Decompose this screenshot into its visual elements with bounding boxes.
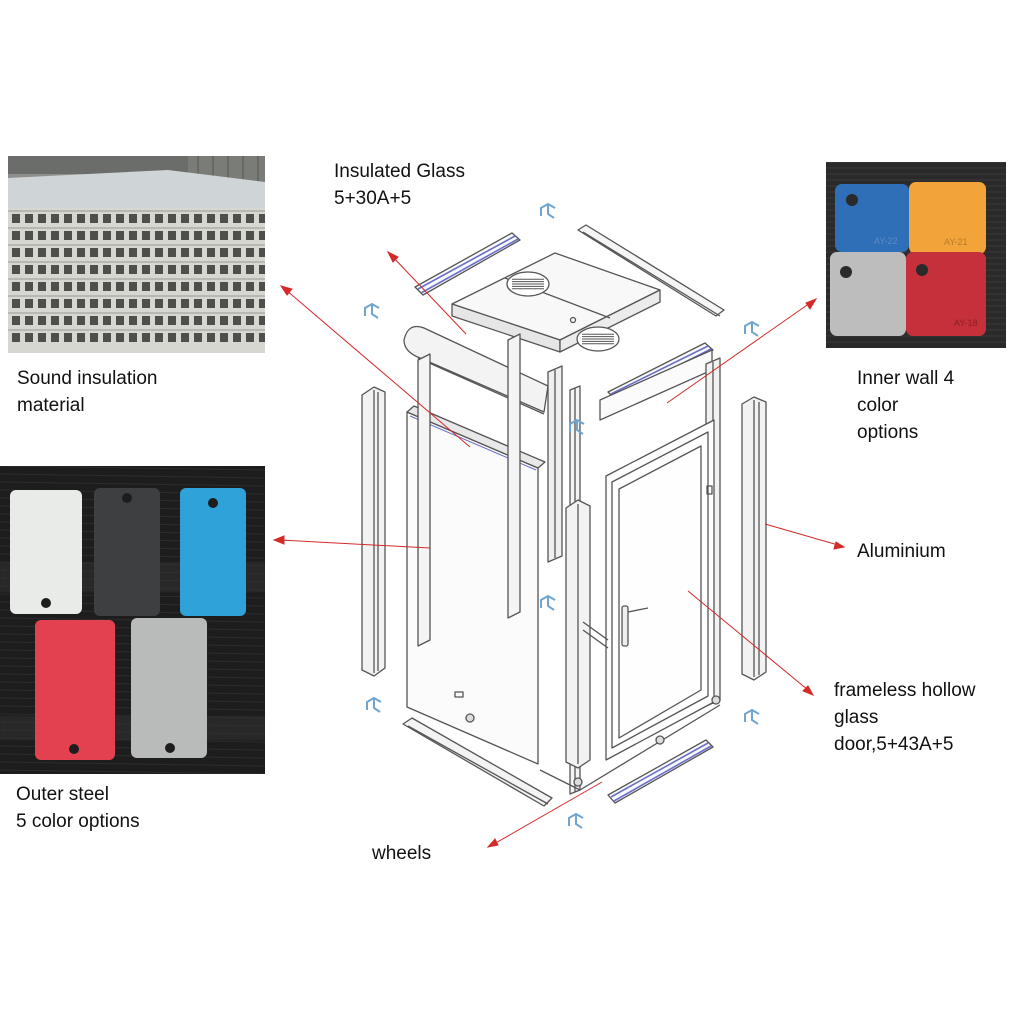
steel-swatch-red bbox=[35, 620, 115, 760]
glass-door bbox=[605, 419, 715, 761]
label-outer-steel: Outer steel 5 color options bbox=[16, 784, 140, 832]
label-wheels: wheels bbox=[372, 843, 432, 864]
right-upright-post bbox=[741, 396, 767, 681]
steel-swatch-black bbox=[94, 488, 160, 616]
felt-code-2: AY-21 bbox=[944, 237, 968, 247]
bottom-right-rail bbox=[607, 739, 714, 804]
door-side-post bbox=[565, 499, 609, 769]
steel-swatch-white bbox=[10, 490, 82, 614]
steel-swatch-blue bbox=[180, 488, 246, 616]
inner-wall-felt-photo: AY-22 AY-21 AY-18 bbox=[826, 162, 1006, 348]
sound-insulation-photo bbox=[8, 156, 265, 353]
outer-steel-photo bbox=[0, 466, 265, 774]
label-frameless-door: frameless hollow glass door,5+43A+5 bbox=[834, 680, 976, 755]
label-sound-insulation: Sound insulation material bbox=[17, 368, 158, 416]
base-and-wheels bbox=[465, 695, 721, 791]
label-inner-wall: Inner wall 4 color options bbox=[857, 368, 955, 443]
felt-swatch-orange bbox=[909, 182, 986, 254]
left-upright-post bbox=[361, 386, 386, 677]
roof-panel bbox=[451, 252, 661, 353]
corner-connectors bbox=[364, 202, 760, 829]
label-aluminium: Aluminium bbox=[857, 541, 946, 562]
felt-code-1: AY-22 bbox=[874, 236, 898, 246]
felt-code-3: AY-18 bbox=[954, 318, 978, 328]
callout-arrows bbox=[272, 250, 846, 848]
top-left-rail bbox=[414, 232, 521, 296]
door-handle bbox=[621, 605, 629, 647]
steel-swatch-gray bbox=[131, 618, 207, 758]
bottom-left-rail bbox=[402, 717, 553, 807]
top-right-rail bbox=[577, 224, 725, 317]
label-insulated-glass: Insulated Glass 5+30A+5 bbox=[334, 161, 465, 209]
